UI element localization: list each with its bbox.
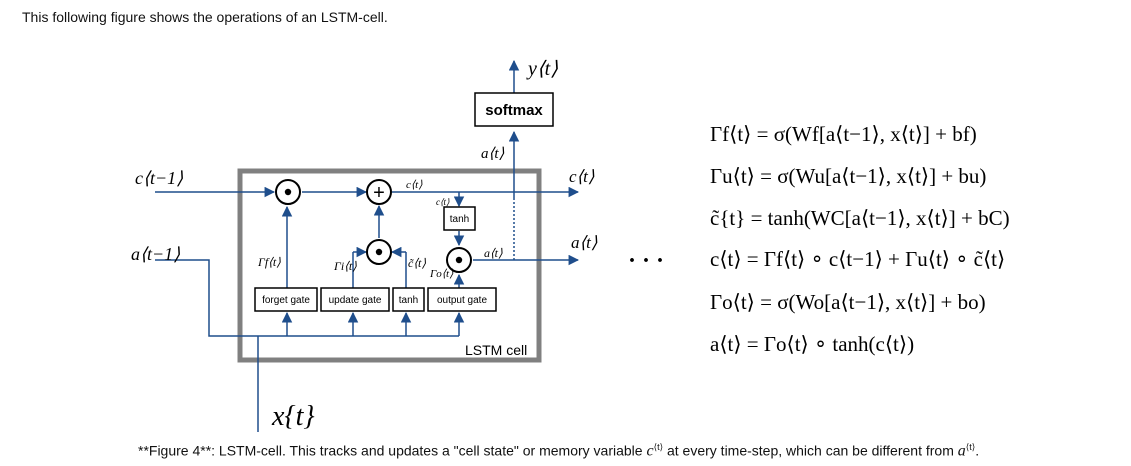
forget-multiply-node [275, 179, 301, 205]
caption-suffix: . [975, 442, 980, 459]
cell-tanh-box [443, 206, 476, 231]
a-prev-path [155, 259, 459, 337]
cell-tanh-label: tanh [450, 214, 469, 225]
softmax-box [474, 92, 554, 127]
y-output-label: y⟨t⟩ [526, 58, 558, 80]
a-prev-label: a⟨t−1⟩ [131, 244, 180, 264]
caption-a-sup: ⟨t⟩ [965, 442, 976, 452]
svg-text:+: + [373, 182, 385, 204]
gamma-o-label: Γo⟨t⟩ [429, 268, 454, 280]
c-output-label: c⟨t⟩ [569, 167, 595, 186]
equation-output-gate: Γo⟨t⟩ = σ(Wo[a⟨t−1⟩, x⟨t⟩] + bo) [710, 290, 986, 314]
x-input-label: x{t} [271, 401, 315, 432]
figure-caption: **Figure 4**: LSTM-cell. This tracks and… [138, 442, 979, 461]
a-output-label: a⟨t⟩ [571, 233, 598, 252]
a-right-label: a⟨t⟩ [484, 246, 503, 260]
add-node: + [366, 179, 392, 205]
softmax-label: softmax [485, 102, 543, 119]
caption-c-var: c [646, 442, 654, 460]
lstm-cell-frame [237, 168, 542, 363]
c-small-label: c⟨t⟩ [436, 197, 450, 207]
equation-forget-gate: Γf⟨t⟩ = σ(Wf[a⟨t−1⟩, x⟨t⟩] + bf) [710, 122, 977, 146]
lstm-cell-label: LSTM cell [465, 342, 527, 358]
tanh-gate-label: tanh [399, 295, 418, 306]
output-multiply-node [446, 247, 472, 273]
forget-gate-label: forget gate [262, 295, 310, 306]
output-gate-box [427, 287, 497, 312]
connection-lines [155, 59, 580, 432]
c-tilde-label: c̃⟨t⟩ [408, 256, 426, 270]
equation-activation: a⟨t⟩ = Γo⟨t⟩ ∘ tanh(c⟨t⟩) [710, 332, 914, 356]
c-prev-label: c⟨t−1⟩ [135, 168, 183, 188]
c-mid-label: c⟨t⟩ [406, 179, 423, 191]
caption-middle: at every time-step, which can be differe… [663, 442, 958, 459]
output-gate-label: output gate [437, 295, 487, 306]
equation-update-gate: Γu⟨t⟩ = σ(Wu[a⟨t−1⟩, x⟨t⟩] + bu) [710, 164, 986, 188]
update-gate-label: update gate [329, 295, 382, 306]
update-multiply-node [366, 239, 392, 265]
equations: Γf⟨t⟩ = σ(Wf[a⟨t−1⟩, x⟨t⟩] + bf) Γu⟨t⟩ =… [710, 122, 1010, 356]
a-up-label: a⟨t⟩ [481, 146, 505, 162]
ellipsis: · · · [628, 248, 664, 274]
tanh-gate-box [392, 287, 425, 312]
gamma-i-label: Γi⟨t⟩ [333, 259, 357, 273]
caption-prefix: **Figure 4**: LSTM-cell. This tracks and… [138, 442, 647, 459]
caption-a-var: a [957, 442, 966, 460]
update-gate-box [320, 287, 390, 312]
caption-c-sup: ⟨t⟩ [653, 442, 664, 452]
equation-candidate: c̃{t} = tanh(WC[a⟨t−1⟩, x⟨t⟩] + bC) [710, 206, 1010, 230]
gamma-f-label: Γf⟨t⟩ [257, 255, 281, 269]
forget-gate-box [254, 287, 318, 312]
equation-cell-state: c⟨t⟩ = Γf⟨t⟩ ∘ c⟨t−1⟩ + Γu⟨t⟩ ∘ c̃⟨t⟩ [710, 247, 1005, 271]
intro-text: This following figure shows the operatio… [22, 9, 388, 25]
